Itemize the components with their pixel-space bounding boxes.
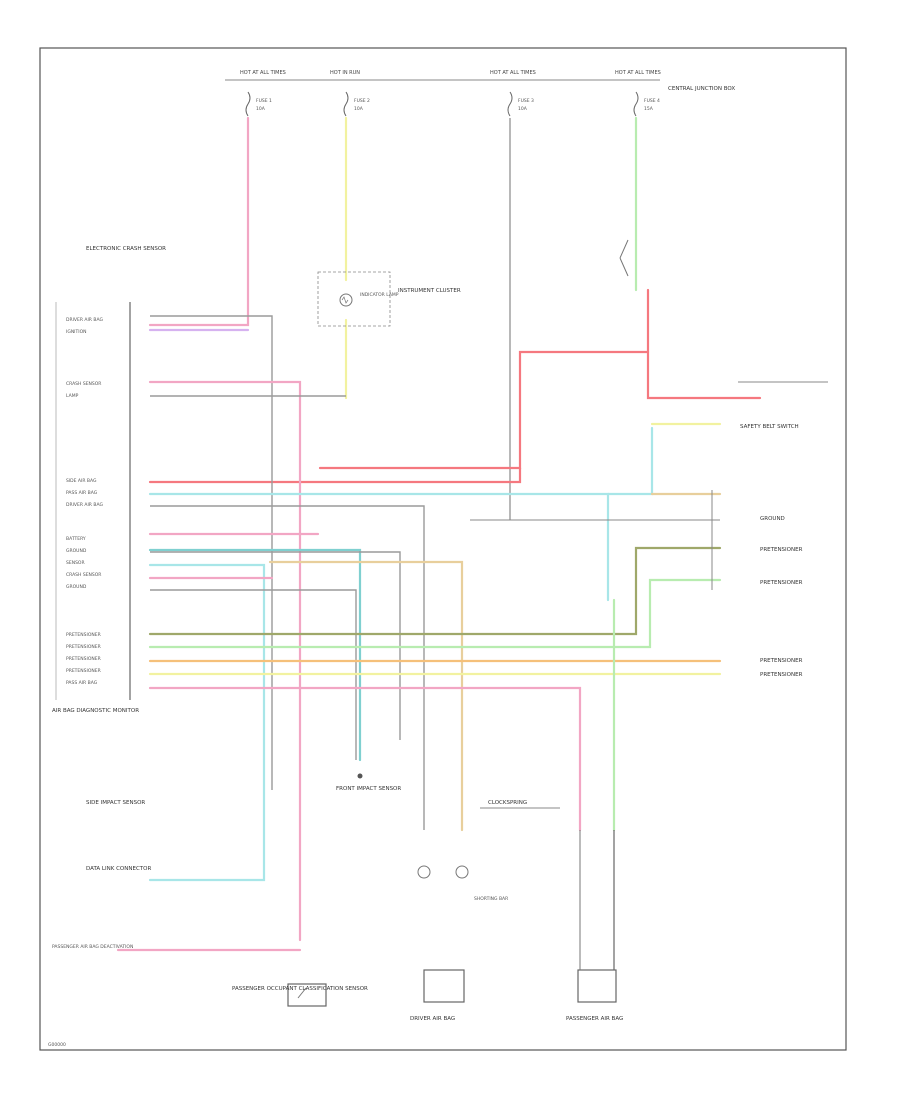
clockspring-label: CLOCKSPRING: [488, 800, 527, 806]
side-impact-sensor-label: SIDE IMPACT SENSOR: [86, 800, 145, 806]
wire-gray-1: [150, 315, 273, 790]
pin-label-19: GROUND: [66, 584, 87, 590]
bus-label-2: HOT IN RUN: [330, 70, 360, 76]
fuse-1-name: FUSE 1: [256, 98, 272, 104]
passenger-occupant-sensor-box: [287, 983, 327, 1007]
fuse-1-rating: 10A: [256, 106, 266, 112]
passenger-occupant-label: PASSENGER OCCUPANT CLASSIFICATION SENSOR: [232, 986, 368, 992]
wire-pink-2: [148, 380, 302, 942]
fuse-3-name: FUSE 3: [518, 98, 534, 104]
pin-label-1: DRIVER AIR BAG: [66, 317, 103, 323]
wire-red-module: [148, 466, 522, 484]
fuse-4-rating: 15A: [644, 106, 654, 112]
wire-teal-1: [148, 548, 362, 762]
fuse-4-name: FUSE 4: [644, 98, 660, 104]
pretensioner-label-3: PRETENSIONER: [760, 658, 803, 664]
passenger-air-bag-label: PASSENGER AIR BAG: [566, 1016, 623, 1022]
wire-red-relay: [646, 288, 762, 400]
driver-bag-squib-2: [455, 865, 469, 879]
driver-air-bag-label: DRIVER AIR BAG: [410, 1016, 455, 1022]
wire-pink-5: [148, 686, 582, 832]
wire-cyan-seatbelt: [606, 426, 654, 496]
front-impact-sensor-connector: [357, 773, 363, 779]
fuse-2: FUSE 2 10A: [343, 91, 370, 117]
pin-label-18: CRASH SENSOR: [66, 572, 101, 578]
indicator-lamp-icon: [339, 293, 353, 307]
occupant-sensor-switch: [297, 987, 307, 999]
wire-gray-3: [150, 505, 425, 830]
passenger-air-bag-box: [577, 969, 617, 1003]
pin-label-2: IGNITION: [66, 329, 87, 335]
pin-label-25: PASS AIR BAG: [66, 680, 98, 686]
pretensioner-label-1: PRETENSIONER: [760, 547, 803, 553]
wire-gray-4: [150, 551, 401, 740]
pin-label-23: PRETENSIONER: [66, 656, 101, 662]
bus-label-1: HOT AT ALL TIMES: [240, 70, 286, 76]
pin-label-17: SENSOR: [66, 560, 85, 566]
driver-air-bag-box: [423, 969, 465, 1003]
wire-gray-5: [150, 589, 357, 760]
fuse-4: FUSE 4 15A: [633, 91, 660, 117]
pin-label-24: PRETENSIONER: [66, 668, 101, 674]
indicator-lamp-filament: [341, 296, 349, 304]
fuse-3: FUSE 3 10A: [507, 91, 534, 117]
data-link-label: DATA LINK CONNECTOR: [86, 866, 151, 872]
wire-pink-fuse1: [148, 116, 250, 327]
module-label: AIR BAG DIAGNOSTIC MONITOR: [52, 708, 139, 714]
pretensioner-label-4: PRETENSIONER: [760, 672, 803, 678]
pretensioner-label-2: PRETENSIONER: [760, 580, 803, 586]
wire-red-bus: [318, 350, 650, 470]
relay-switch: [619, 239, 629, 277]
shorting-bar-label: SHORTING BAR: [474, 896, 508, 902]
wire-tan-1: [268, 560, 464, 832]
indicator-lamp-label: INDICATOR LAMP: [360, 292, 399, 298]
fuse-3-rating: 10A: [518, 106, 528, 112]
fuse-2-rating: 10A: [354, 106, 364, 112]
pin-label-13: DRIVER AIR BAG: [66, 502, 103, 508]
diagram-frame: [39, 47, 847, 1051]
fuse-1: FUSE 1 10A: [245, 91, 272, 117]
bus-label-4: HOT AT ALL TIMES: [615, 70, 661, 76]
front-impact-sensor-label: FRONT IMPACT SENSOR: [336, 786, 401, 792]
instrument-cluster-box: [317, 271, 391, 327]
seat-belt-switch-label: SAFETY BELT SWITCH: [740, 424, 799, 430]
wire-ltgreen-1: [148, 578, 722, 649]
pin-label-21: PRETENSIONER: [66, 632, 101, 638]
wire-dkgreen-1: [148, 546, 722, 636]
pin-label-7: LAMP: [66, 393, 79, 399]
pin-label-22: PRETENSIONER: [66, 644, 101, 650]
module-pin-labels: DRIVER AIR BAG IGNITION CRASH SENSOR LAM…: [66, 317, 103, 686]
driver-bag-squib-1: [417, 865, 431, 879]
crash-sensor-label: ELECTRONIC CRASH SENSOR: [86, 246, 166, 252]
pin-label-15: BATTERY: [66, 536, 86, 542]
instrument-cluster-label: INSTRUMENT CLUSTER: [398, 288, 461, 294]
pin-label-6: CRASH SENSOR: [66, 381, 101, 387]
deactivation-label: PASSENGER AIR BAG DEACTIVATION: [52, 944, 133, 950]
pin-label-16: GROUND: [66, 548, 87, 554]
wire-cyan-1: [148, 492, 610, 602]
ground-label: GROUND: [760, 516, 785, 522]
pin-label-12: PASS AIR BAG: [66, 490, 98, 496]
bus-label-3: HOT AT ALL TIMES: [490, 70, 536, 76]
figure-code: G00000: [48, 1042, 66, 1048]
fuse-2-name: FUSE 2: [354, 98, 370, 104]
central-junction-box-label: CENTRAL JUNCTION BOX: [668, 86, 735, 92]
wire-cyan-2: [148, 563, 266, 882]
pin-label-11: SIDE AIR BAG: [66, 478, 97, 484]
